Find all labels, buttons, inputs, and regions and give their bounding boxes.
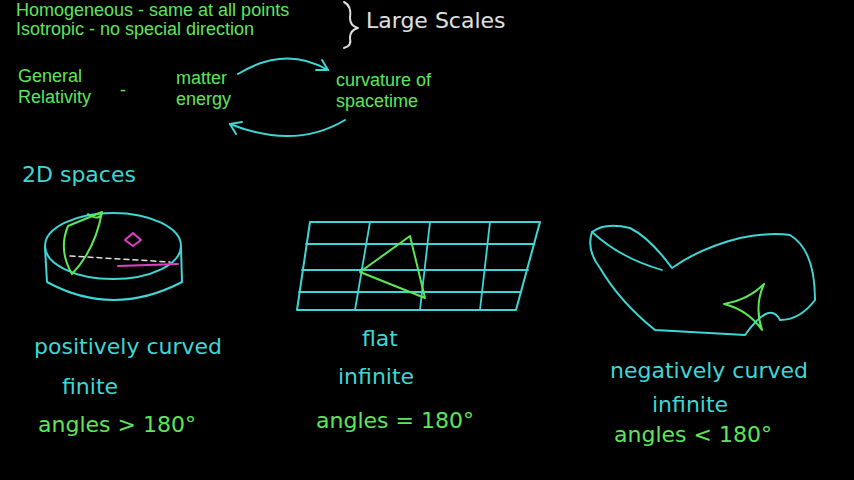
arrowhead <box>230 122 242 134</box>
magenta-line <box>118 264 178 266</box>
angle-caption: angles = 180° <box>316 408 474 433</box>
angle-caption: angles < 180° <box>614 422 772 447</box>
grid-lines <box>299 222 534 310</box>
saddle-surface <box>590 226 815 335</box>
concept-label: curvature of spacetime <box>336 70 456 111</box>
space-caption: finite <box>62 374 118 399</box>
dash: - <box>120 80 126 101</box>
spherical-triangle <box>64 212 102 274</box>
theory-label: General Relativity <box>18 66 118 107</box>
space-caption: infinite <box>652 392 728 417</box>
space-caption: negatively curved <box>610 358 808 383</box>
space-caption: positively curved <box>34 334 222 359</box>
bracket-label: Large Scales <box>366 8 506 33</box>
flat-plane <box>297 222 540 310</box>
concept-label: matter energy <box>176 68 246 109</box>
cycle-arrow <box>238 58 328 74</box>
section-heading: 2D spaces <box>22 162 136 187</box>
angle-caption: angles > 180° <box>38 412 196 437</box>
space-caption: infinite <box>338 364 414 389</box>
brace <box>344 2 358 48</box>
sphere-top <box>45 213 181 279</box>
magenta-diamond <box>125 233 141 246</box>
note-text: Homogeneous - same at all points <box>16 0 289 21</box>
space-caption: flat <box>362 326 398 351</box>
flat-triangle <box>360 236 425 298</box>
hyperbolic-triangle <box>724 284 764 330</box>
note-text: Isotropic - no special direction <box>16 19 254 40</box>
cycle-arrow <box>230 120 345 136</box>
arrowhead <box>316 60 328 70</box>
saddle-edge <box>592 232 662 270</box>
equator <box>70 256 170 262</box>
